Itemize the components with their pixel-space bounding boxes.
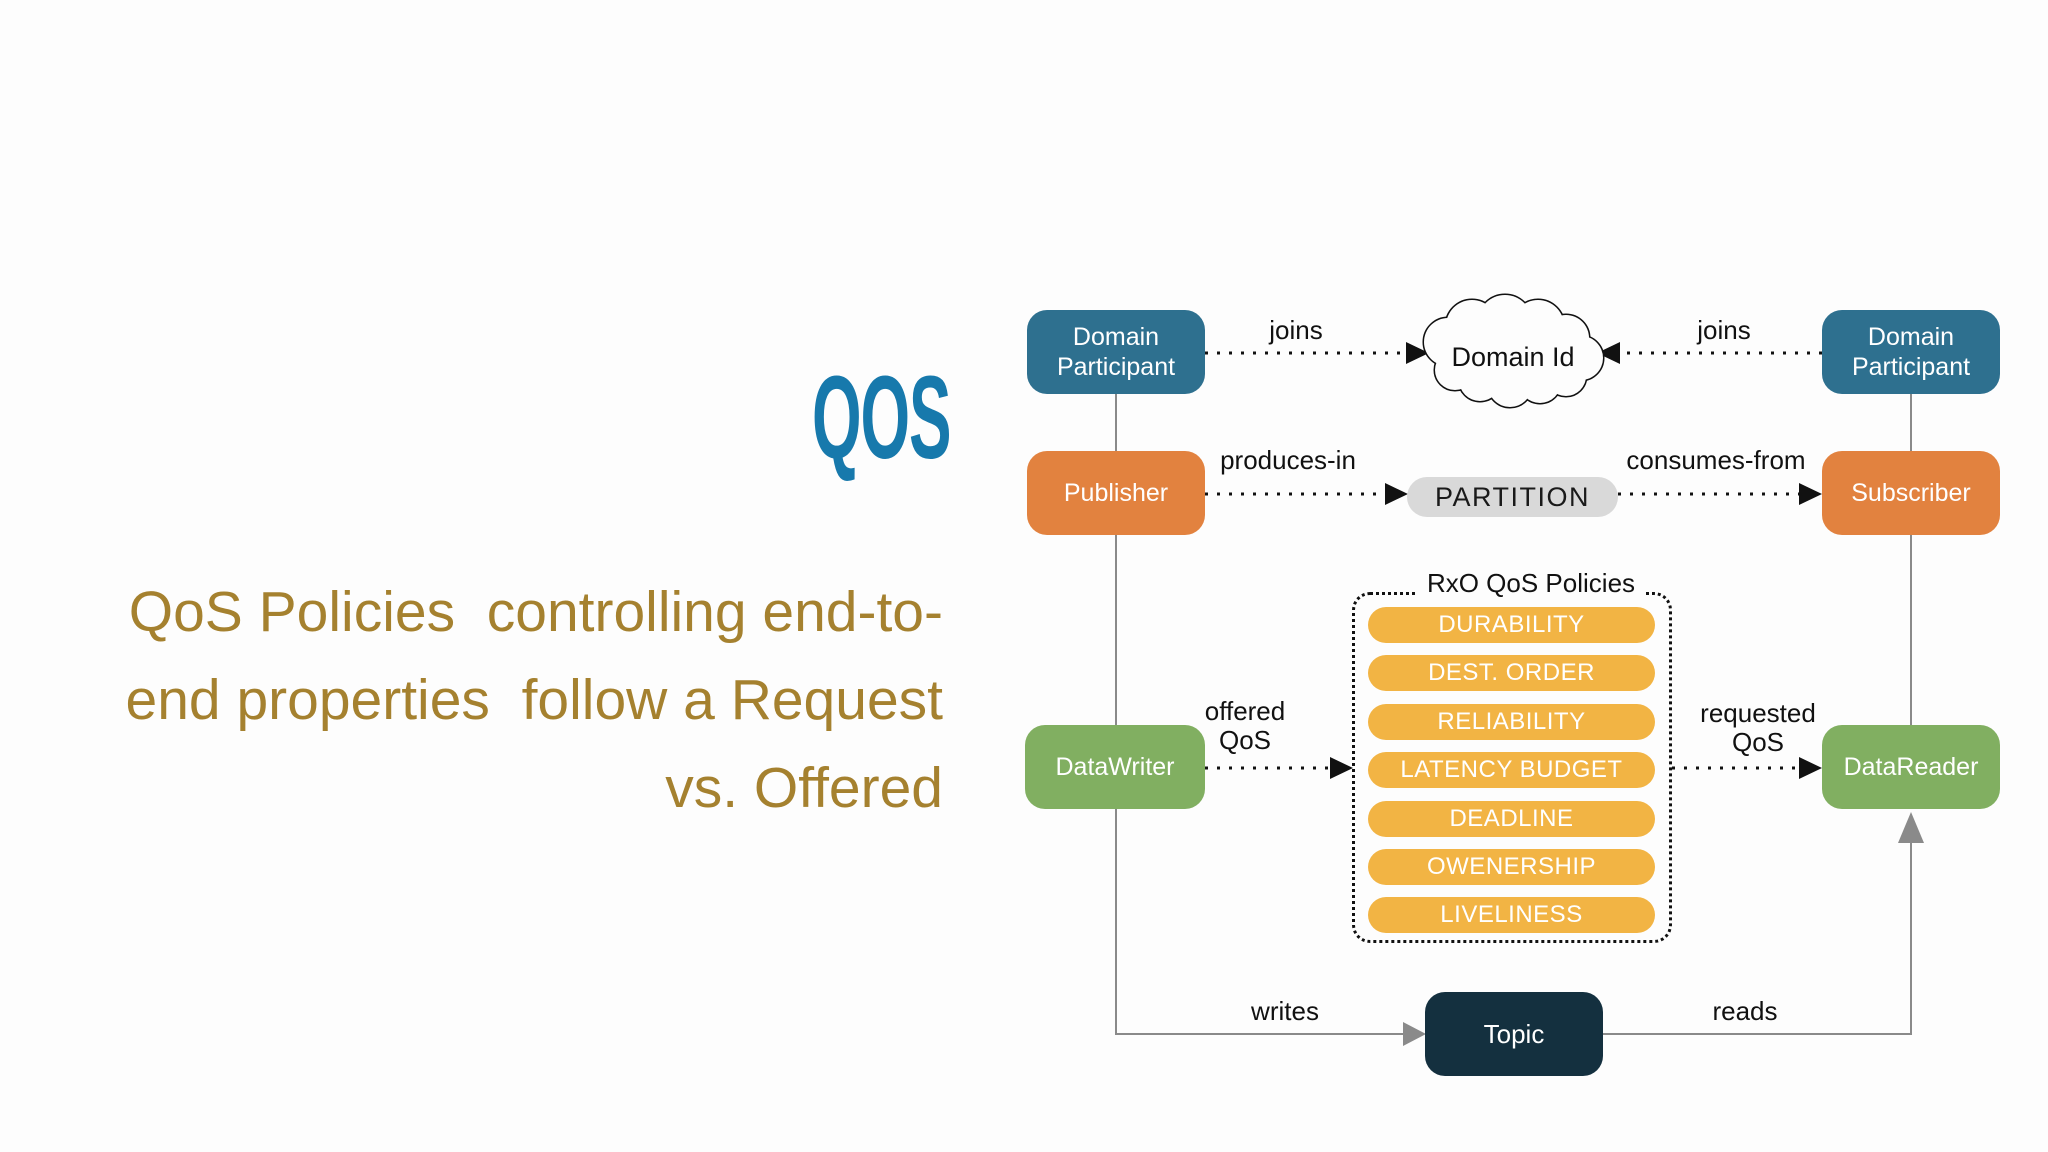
qos-logo: QOS (812, 352, 951, 484)
edge-label-offered-qos: offered QoS (1204, 696, 1286, 755)
edge-label-requested-qos: requested QoS (1700, 698, 1816, 757)
arrowhead-offered-qos (1330, 757, 1353, 779)
arrowhead-join-left (1406, 342, 1429, 364)
arrowhead-join-right (1597, 342, 1620, 364)
node-datareader: DataReader (1822, 725, 2000, 809)
node-domain-participant-left: Domain Participant (1027, 310, 1205, 394)
node-subscriber: Subscriber (1822, 451, 2000, 535)
edge-label-writes: writes (1251, 996, 1319, 1026)
arrowhead-produces-in (1385, 483, 1408, 505)
rxo-policies-title: RxO QoS Policies (1416, 568, 1646, 599)
node-domain-participant-right: Domain Participant (1822, 310, 2000, 394)
headline-line-3: vs. Offered (665, 756, 943, 820)
domain-id-cloud (1422, 293, 1605, 409)
partition-pill: PARTITION (1407, 477, 1618, 517)
policy-pill-latency-budget: LATENCY BUDGET (1368, 752, 1655, 789)
headline: QoS Policies controlling end-to- end pro… (43, 568, 943, 832)
node-datawriter: DataWriter (1025, 725, 1205, 809)
line-datawriter-topic (1115, 807, 1404, 1035)
policy-pill-liveliness: LIVELINESS (1368, 897, 1655, 934)
edge-label-produces-in: produces-in (1220, 445, 1356, 475)
policy-pill-deadline: DEADLINE (1368, 800, 1655, 837)
node-topic: Topic (1425, 992, 1603, 1076)
edge-label-joins-left: joins (1269, 315, 1323, 345)
domain-id-label: Domain Id (1451, 342, 1575, 372)
headline-line-1: QoS Policies controlling end-to- (128, 580, 943, 644)
arrowhead-consumes-from (1799, 483, 1822, 505)
policy-pill-reliability: RELIABILITY (1368, 703, 1655, 740)
policy-pill-dest-order: DEST. ORDER (1368, 655, 1655, 692)
edge-label-consumes-from: consumes-from (1626, 445, 1806, 475)
arrowhead-writes-into-topic (1403, 1022, 1426, 1046)
node-publisher: Publisher (1027, 451, 1205, 535)
line-topic-datareader (1603, 840, 1912, 1035)
arrowhead-requested-qos (1799, 757, 1822, 779)
edge-label-reads: reads (1712, 996, 1778, 1026)
policy-pill-durability: DURABILITY (1368, 607, 1655, 643)
headline-line-2: end properties follow a Request (125, 668, 943, 732)
policy-pill-ownership: OWENERSHIP (1368, 848, 1655, 885)
edge-label-joins-right: joins (1697, 315, 1751, 345)
arrowhead-reads-into-datareader (1898, 812, 1924, 843)
rxo-policy-list: DURABILITY DEST. ORDER RELIABILITY LATEN… (1368, 607, 1655, 934)
